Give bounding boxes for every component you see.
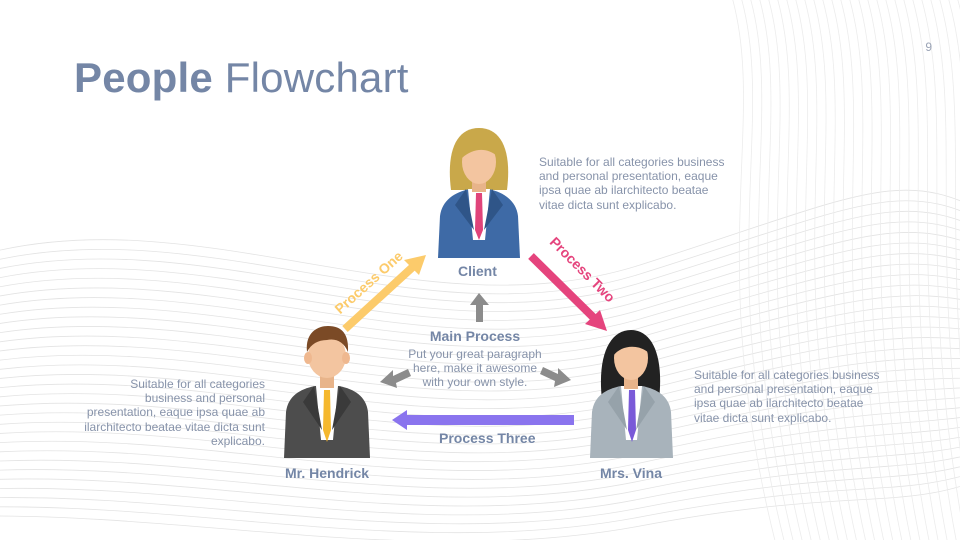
hendrick-avatar-icon [284,326,370,458]
center-arrow-up [470,293,489,322]
process-three-label: Process Three [439,430,536,446]
page-number: 9 [925,40,932,54]
title-bold: People [74,54,213,101]
vina-description: Suitable for all categories business and… [694,368,880,425]
vina-name: Mrs. Vina [600,465,662,481]
process-two-label: Process Two [547,234,619,306]
client-description: Suitable for all categories business and… [539,155,725,212]
page-title: People Flowchart [74,54,409,102]
client-name: Client [458,263,497,279]
process-one-arrow [342,255,426,332]
main-process-text: Put your great paragraph here, make it a… [408,347,542,390]
center-arrow-right [540,367,571,387]
vina-avatar-icon [590,330,673,458]
title-regular: Flowchart [224,54,409,101]
hendrick-description: Suitable for all categories business and… [84,377,265,448]
center-arrow-left [380,369,411,388]
main-process-title: Main Process [429,328,521,344]
hendrick-name: Mr. Hendrick [285,465,370,481]
process-two-arrow [528,253,607,331]
client-avatar-icon [438,128,520,258]
process-three-arrow [392,410,574,430]
